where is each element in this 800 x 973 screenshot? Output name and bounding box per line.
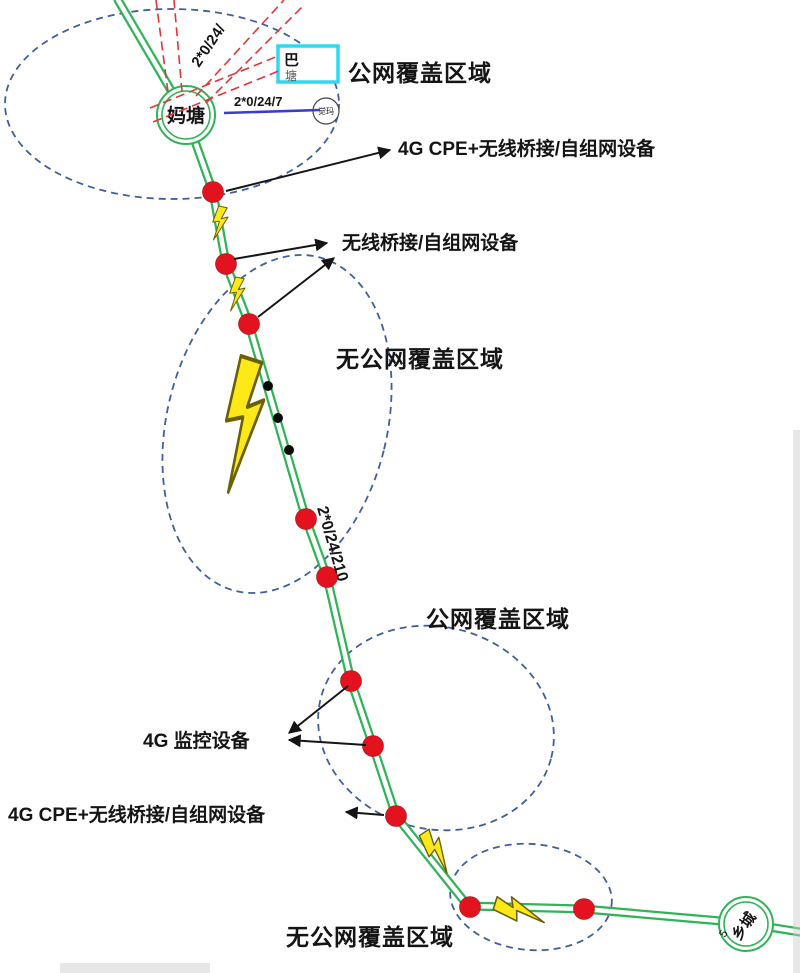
box-label-top: 巴 bbox=[284, 52, 299, 69]
tower-node bbox=[459, 896, 481, 918]
transmission-route bbox=[113, 0, 800, 937]
ellipsis-dot bbox=[263, 381, 273, 391]
tower-node bbox=[238, 313, 260, 335]
branch-line-spec: 2*0/24/ bbox=[188, 21, 229, 71]
tower-node bbox=[385, 805, 407, 827]
station-bottom-marker: 5 bbox=[717, 928, 730, 939]
route-line-inner bbox=[115, 0, 800, 935]
blue-link-spec: 2*0/24/7 bbox=[234, 94, 282, 109]
device-label-cpe-bottom: 4G CPE+无线桥接/自组网设备 bbox=[8, 803, 266, 826]
lightning-bolt-icon-large bbox=[224, 353, 266, 495]
device-label-monitor: 4G 监控设备 bbox=[143, 729, 251, 752]
tower-node bbox=[316, 566, 338, 588]
station-top: 妈塘 bbox=[156, 85, 216, 145]
zone-ellipse-no-public-bottom bbox=[449, 842, 613, 952]
device-label-cpe-top: 4G CPE+无线桥接/自组网设备 bbox=[398, 137, 656, 160]
tower-node bbox=[202, 181, 224, 203]
red-dashed-line bbox=[205, 5, 304, 104]
tower-node bbox=[362, 735, 384, 757]
highlight-box-batang: 巴 塘 bbox=[276, 44, 340, 84]
zone-ellipse-no-public-mid bbox=[161, 254, 393, 594]
arrow-to-device-top bbox=[225, 146, 392, 192]
route-ellipsis-dots bbox=[263, 381, 294, 455]
blue-link: 2*0/24/7 bbox=[223, 94, 321, 115]
lightning-bolt-icon bbox=[418, 828, 448, 874]
red-dashed-line bbox=[149, 55, 279, 109]
feeder-dashed-lines bbox=[149, 0, 304, 123]
station-top-label: 妈塘 bbox=[167, 104, 205, 127]
annotation-arrows bbox=[225, 146, 392, 820]
relay-label: 觉玛 bbox=[318, 106, 334, 116]
wireless-link-bolts bbox=[212, 205, 545, 924]
arrow-to-monitor-1 bbox=[287, 685, 349, 734]
scan-artifact-bottom-edge bbox=[60, 963, 210, 973]
device-label-bridge: 无线桥接/自组网设备 bbox=[342, 231, 519, 254]
arrow-to-bridge-1 bbox=[233, 238, 329, 260]
ellipsis-dot bbox=[273, 413, 283, 423]
arrow-to-bridge-2 bbox=[257, 257, 336, 318]
tower-node bbox=[215, 253, 237, 275]
arrow-to-monitor-2 bbox=[287, 734, 367, 748]
zone-label-public-lower: 公网覆盖区域 bbox=[426, 606, 570, 632]
lightning-bolt-icon bbox=[492, 895, 545, 924]
red-dashed-line bbox=[155, 0, 169, 93]
tower-node bbox=[573, 898, 595, 920]
zone-label-no-public-bottom: 无公网覆盖区域 bbox=[286, 924, 454, 950]
arrow-to-device-bottom bbox=[344, 806, 385, 820]
red-dashed-line bbox=[195, 0, 285, 97]
red-dashed-line bbox=[173, 0, 183, 93]
zone-label-public-top: 公网覆盖区域 bbox=[348, 60, 492, 86]
tower-node bbox=[295, 508, 317, 530]
lightning-bolt-icon bbox=[212, 205, 229, 241]
scan-artifact-right-edge bbox=[793, 430, 800, 973]
blue-link-line bbox=[223, 108, 321, 115]
box-label-bottom: 塘 bbox=[285, 68, 297, 83]
tower-nodes bbox=[202, 181, 595, 920]
zone-ellipse-public-top bbox=[4, 8, 340, 200]
zone-label-no-public-mid: 无公网覆盖区域 bbox=[336, 346, 504, 372]
cyan-highlight-rect bbox=[276, 44, 340, 84]
red-dashed-line bbox=[152, 69, 282, 123]
station-bottom: 乡城 5 bbox=[717, 896, 774, 952]
ellipsis-dot bbox=[284, 445, 294, 455]
station-inner-ring bbox=[723, 901, 769, 947]
lightning-bolt-icon bbox=[229, 276, 246, 312]
tower-node bbox=[340, 670, 362, 692]
